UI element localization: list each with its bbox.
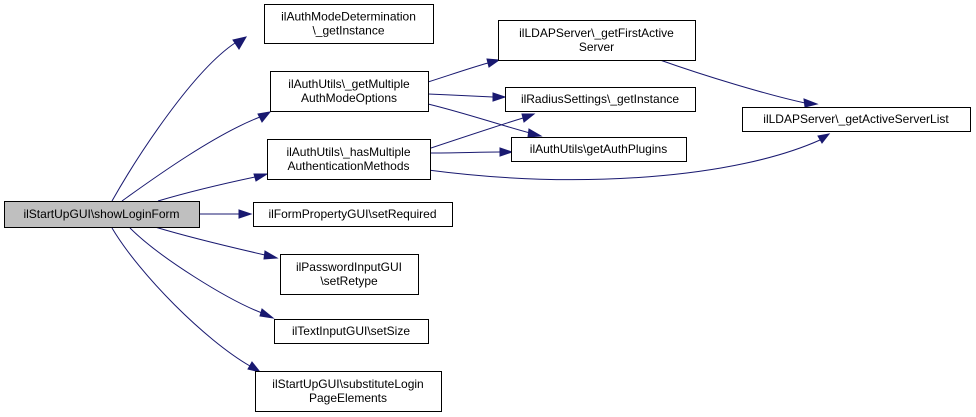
node-label-line: ilStartUpGUI\substituteLogin	[272, 377, 423, 391]
node-label-line: ilAuthUtils\getAuthPlugins	[530, 142, 667, 156]
node-box	[742, 107, 971, 132]
node-box	[253, 202, 453, 227]
node-label-line: AuthModeOptions	[301, 91, 397, 105]
edge-line	[111, 42, 236, 202]
edge-arrowhead	[257, 111, 272, 123]
edge-line	[427, 103, 531, 134]
node-set-size[interactable]: ilTextInputGUI\setSize	[274, 319, 429, 344]
edge-has-multi-to-radius	[427, 113, 536, 150]
edge-arrowhead	[238, 209, 253, 219]
edge-arrowhead	[817, 133, 831, 144]
edge-arrowhead	[486, 58, 501, 68]
node-server-list[interactable]: ilLDAPServer\_getActiveServerList	[742, 107, 971, 132]
node-set-required[interactable]: ilFormPropertyGUI\setRequired	[253, 202, 453, 227]
edge-line	[154, 226, 266, 256]
node-set-retype[interactable]: ilPasswordInputGUI\setRetype	[280, 254, 419, 295]
edge-root-to-set-retype	[154, 226, 279, 260]
node-label-line: \setRetype	[320, 274, 378, 288]
edge-has-multi-to-plugins	[427, 147, 514, 157]
node-label-line: ilAuthUtils\_hasMultiple	[286, 145, 410, 159]
edge-arrowhead	[492, 92, 507, 102]
node-box	[267, 139, 431, 180]
node-label-line: ilLDAPServer\_getFirstActive	[519, 26, 674, 40]
edge-line	[427, 139, 821, 181]
edge-arrowhead	[521, 113, 536, 123]
edge-root-to-multi-options	[121, 111, 272, 202]
node-label-line: ilRadiusSettings\_getInstance	[521, 92, 679, 106]
edge-line	[427, 62, 489, 83]
edge-line	[157, 176, 256, 202]
edge-root-to-set-size	[129, 227, 275, 319]
node-has-multi[interactable]: ilAuthUtils\_hasMultipleAuthenticationMe…	[267, 139, 431, 180]
node-label-line: ilFormPropertyGUI\setRequired	[268, 207, 436, 221]
edge-arrowhead	[232, 36, 248, 50]
node-box	[264, 4, 434, 44]
edge-line	[659, 59, 806, 104]
node-box	[505, 87, 696, 112]
edge-line	[427, 93, 494, 98]
node-box	[511, 137, 687, 162]
node-label-line: PageElements	[309, 391, 387, 405]
edge-arrowhead	[263, 250, 279, 260]
edge-root-to-auth-mode	[111, 36, 248, 202]
edge-arrowhead	[499, 147, 514, 157]
node-label-line: ilTextInputGUI\setSize	[292, 324, 410, 338]
edge-ldap-first-to-server-list	[659, 59, 819, 108]
node-auth-mode[interactable]: ilAuthModeDetermination\_getInstance	[264, 4, 434, 44]
node-label-line: \_getInstance	[312, 24, 384, 38]
node-box	[274, 319, 429, 344]
node-label-line: ilPasswordInputGUI	[296, 260, 402, 274]
edge-arrowhead	[247, 361, 262, 373]
node-box	[270, 71, 429, 112]
node-box	[255, 371, 442, 412]
edge-line	[111, 227, 251, 367]
edge-root-to-substitute	[111, 227, 262, 373]
edge-line	[121, 116, 261, 202]
edge-root-to-has-multi	[157, 173, 269, 202]
edge-line	[129, 227, 263, 314]
node-radius[interactable]: ilRadiusSettings\_getInstance	[505, 87, 696, 112]
edge-multi-options-to-ldap-first	[427, 58, 501, 83]
node-label-line: AuthenticationMethods	[287, 159, 409, 173]
edge-line	[427, 117, 524, 150]
edge-has-multi-to-server-list	[427, 133, 831, 181]
node-label-line: ilLDAPServer\_getActiveServerList	[763, 112, 949, 126]
edge-root-to-set-required	[200, 209, 253, 219]
edge-multi-options-to-radius	[427, 92, 507, 102]
node-root[interactable]: ilStartUpGUI\showLoginForm	[4, 201, 200, 228]
node-layer: ilStartUpGUI\showLoginForm ilAuthModeDete…	[4, 4, 971, 412]
node-plugins[interactable]: ilAuthUtils\getAuthPlugins	[511, 137, 687, 162]
edge-multi-options-to-plugins	[427, 103, 543, 138]
edge-arrowhead	[803, 98, 819, 108]
node-label-line: ilAuthUtils\_getMultiple	[288, 77, 410, 91]
node-box	[4, 201, 200, 228]
edge-arrowhead	[527, 128, 543, 138]
node-box	[498, 20, 696, 61]
node-label-line: ilStartUpGUI\showLoginForm	[23, 207, 179, 221]
edge-arrowhead	[253, 173, 269, 182]
edge-arrowhead	[259, 308, 275, 319]
edge-line	[427, 151, 501, 154]
edge-layer	[111, 36, 831, 373]
node-label-line: Server	[579, 40, 614, 54]
node-box	[280, 254, 419, 295]
node-label-line: ilAuthModeDetermination	[281, 10, 416, 24]
